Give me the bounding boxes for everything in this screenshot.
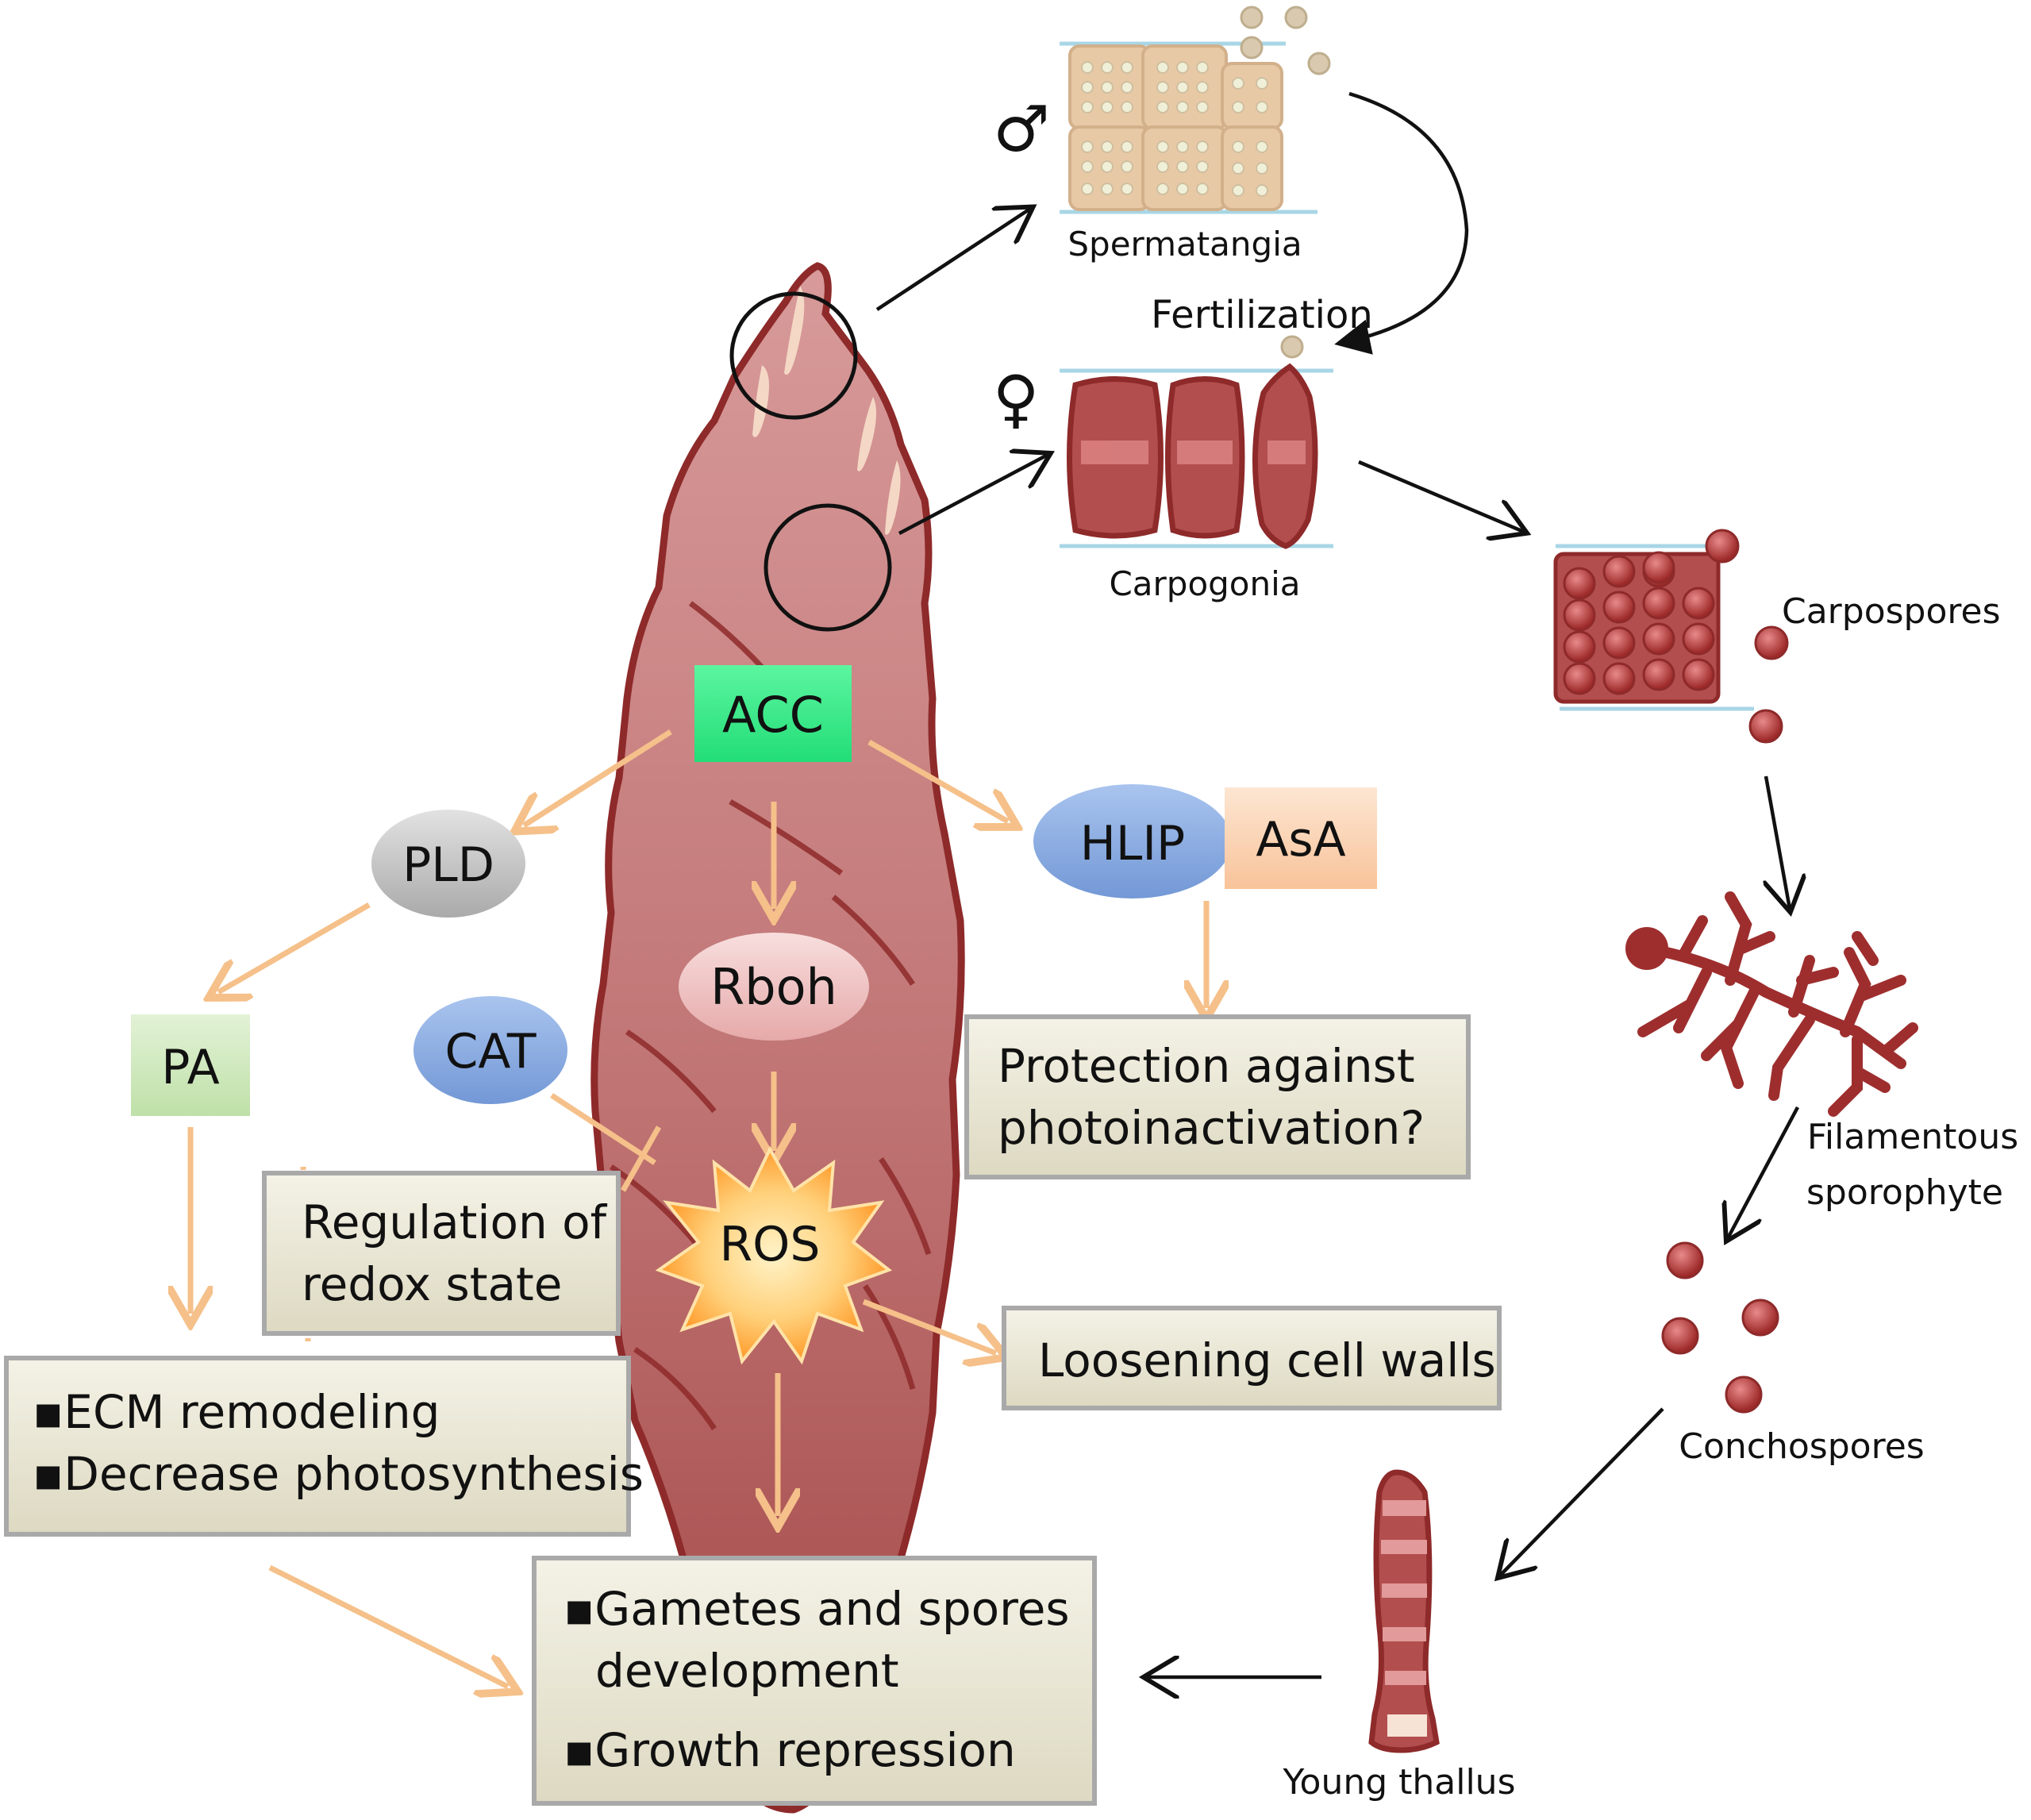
pld-node: PLD <box>371 810 525 918</box>
carpogonia-illustration <box>1060 363 1333 549</box>
ecm-line2: ▪Decrease photosynthesis <box>33 1447 644 1501</box>
gametes-line1: ▪Gametes and spores <box>564 1582 1070 1636</box>
loosening-text: Loosening cell walls <box>1038 1333 1496 1387</box>
protection-box: Protection against photoinactivation? <box>964 1014 1471 1179</box>
rboh-label: Rboh <box>710 958 837 1016</box>
redox-line1: Regulation of <box>302 1195 607 1249</box>
life-cycle-arrows <box>875 91 1798 1677</box>
pa-node: PA <box>131 1014 250 1116</box>
conchospores-label: Conchospores <box>1679 1426 1924 1467</box>
ros-node: ROS <box>655 1145 893 1365</box>
young-thallus-label: Young thallus <box>1282 1762 1515 1803</box>
redox-line2: redox state <box>302 1257 563 1311</box>
pld-label: PLD <box>402 837 494 893</box>
male-region-circle <box>729 291 858 420</box>
pa-label: PA <box>161 1040 219 1095</box>
filamentous-sporophyte-illustration <box>1625 891 1918 1117</box>
carpospores-illustration <box>1553 529 1789 744</box>
rboh-node: Rboh <box>679 933 869 1041</box>
protection-line1: Protection against <box>998 1039 1415 1093</box>
carpospores-label: Carpospores <box>1782 591 2001 632</box>
filamentous-label-line2: sporophyte <box>1806 1172 2003 1213</box>
young-thallus-illustration <box>1368 1469 1440 1753</box>
fertilization-label: Fertilization <box>1151 293 1373 337</box>
ecm-line1: ▪ECM remodeling <box>33 1385 440 1439</box>
gametes-line3: ▪Growth repression <box>564 1723 1016 1777</box>
spermatangia-illustration <box>1060 6 1331 359</box>
asa-node: AsA <box>1225 787 1377 889</box>
ecm-box: ▪ECM remodeling ▪Decrease photosynthesis <box>4 1356 644 1537</box>
loosening-box: Loosening cell walls <box>1002 1306 1502 1410</box>
conchospores-illustration <box>1661 1241 1779 1414</box>
hlip-label: HLIP <box>1080 816 1185 872</box>
spermatangia-label: Spermatangia <box>1067 225 1302 264</box>
ros-label: ROS <box>719 1217 820 1272</box>
male-symbol: ♂ <box>993 92 1050 166</box>
filamentous-label-line1: Filamentous <box>1807 1117 2018 1157</box>
acc-node: ACC <box>694 665 852 762</box>
cat-node: CAT <box>414 996 567 1104</box>
gametes-box: ▪Gametes and spores development ▪Growth … <box>532 1556 1097 1806</box>
redox-box: Regulation of redox state <box>262 1171 621 1336</box>
female-symbol: ♀ <box>993 362 1040 436</box>
pathway-arrows <box>190 729 1206 1687</box>
female-region-circle <box>764 503 892 632</box>
hlip-node: HLIP <box>1033 784 1232 898</box>
asa-label: AsA <box>1256 812 1345 868</box>
protection-line2: photoinactivation? <box>998 1101 1425 1155</box>
gametes-line2: development <box>595 1644 899 1698</box>
acc-label: ACC <box>722 686 824 744</box>
carpogonia-label: Carpogonia <box>1109 564 1300 603</box>
cat-inhibition <box>550 1093 662 1192</box>
cat-label: CAT <box>445 1024 537 1079</box>
